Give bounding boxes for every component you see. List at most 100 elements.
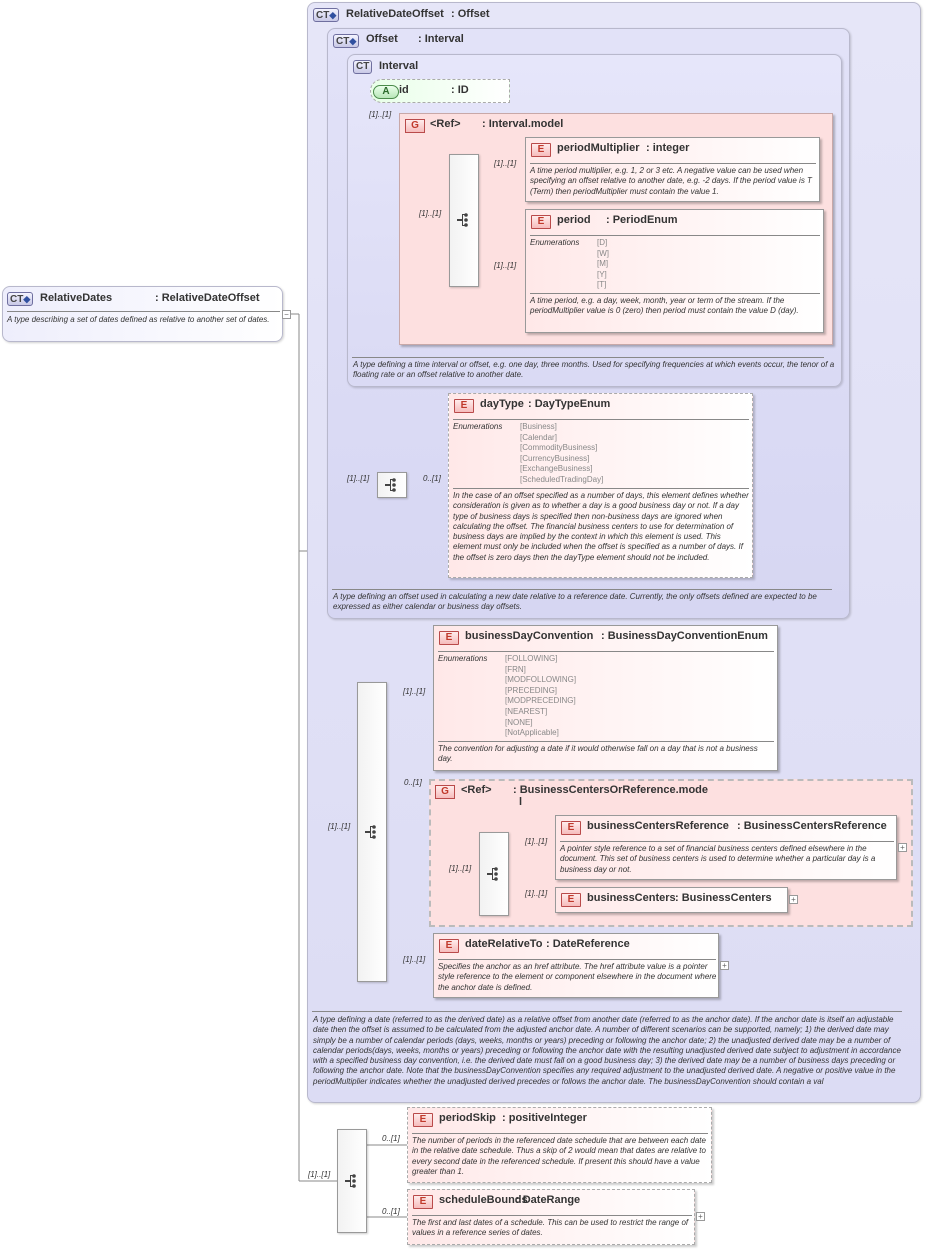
sequence-compositor[interactable] (337, 1129, 367, 1233)
element-icon: E (413, 1113, 433, 1127)
element-icon: E (531, 215, 551, 229)
root-doc: A type describing a set of dates defined… (7, 315, 270, 324)
period-multiplier-type: : integer (646, 142, 690, 154)
element-icon: E (454, 399, 474, 413)
enum-value: [MODPRECEDING] (505, 696, 576, 706)
business-centers-card: [1]..[1] (525, 889, 548, 898)
offset-name: Offset (366, 33, 398, 45)
schedule-bounds-type: : DateRange (516, 1194, 581, 1206)
business-day-convention-enum-list: [FOLLOWING] [FRN] [MODFOLLOWING] [PRECED… (505, 654, 576, 739)
attribute-id[interactable]: A id : ID (370, 79, 510, 103)
relative-date-offset-name: RelativeDateOffset (346, 8, 444, 20)
day-type-name: dayType (480, 398, 524, 410)
element-icon: E (531, 143, 551, 157)
element-business-centers-reference[interactable]: E businessCentersReference : BusinessCen… (555, 815, 897, 880)
enum-value: [D] (597, 238, 608, 247)
main-seq-card: [1]..[1] (328, 822, 351, 831)
day-type-card: 0..[1] (423, 474, 441, 483)
period-enum-label: Enumerations (530, 238, 580, 247)
business-day-convention-card: [1]..[1] (403, 687, 426, 696)
business-centers-reference-name: businessCentersReference (587, 820, 729, 832)
attribute-id-type: : ID (451, 84, 469, 96)
schedule-bounds-name: scheduleBounds (439, 1194, 528, 1206)
period-skip-card: 0..[1] (382, 1134, 400, 1143)
enum-value: [FRN] (505, 664, 526, 674)
day-type-type: : DayTypeEnum (528, 398, 611, 410)
day-type-enum-label: Enumerations (453, 422, 503, 431)
business-centers-reference-card: [1]..[1] (525, 837, 548, 846)
schedule-bounds-card: 0..[1] (382, 1207, 400, 1216)
element-icon: E (413, 1195, 433, 1209)
expand-icon[interactable]: + (898, 843, 907, 852)
element-period[interactable]: E period : PeriodEnum Enumerations [D] [… (525, 209, 824, 333)
period-multiplier-card: [1]..[1] (494, 159, 517, 168)
enum-value: [Y] (597, 269, 607, 279)
offset-doc: A type defining an offset used in calcul… (333, 592, 817, 612)
sequence-compositor[interactable] (377, 472, 407, 498)
element-day-type[interactable]: E dayType : DayTypeEnum Enumerations [Bu… (448, 393, 753, 578)
attribute-id-card: [1]..[1] (369, 110, 392, 119)
enum-value: [NONE] (505, 717, 533, 727)
date-relative-to-doc: Specifies the anchor as an href attribut… (438, 962, 717, 992)
root-type: : RelativeDateOffset (155, 292, 260, 304)
business-centers-group-type: : BusinessCentersOrReference.mode (513, 784, 709, 796)
enum-value: [T] (597, 280, 607, 290)
sequence-compositor[interactable] (357, 682, 387, 982)
interval-name: Interval (379, 60, 419, 72)
period-name: period (557, 214, 591, 226)
element-business-day-convention[interactable]: E businessDayConvention : BusinessDayCon… (433, 625, 778, 771)
expand-icon[interactable]: + (789, 895, 798, 904)
attribute-icon: A (373, 85, 399, 99)
enum-value: [ScheduledTradingDay] (520, 474, 604, 484)
sequence-icon (487, 867, 498, 881)
element-period-multiplier[interactable]: E periodMultiplier : integer A time peri… (525, 137, 820, 202)
period-type: : PeriodEnum (606, 214, 678, 226)
sequence-compositor[interactable] (449, 154, 479, 287)
ct-icon: CT (353, 60, 373, 74)
element-business-centers[interactable]: E businessCenters : BusinessCenters (555, 887, 788, 913)
group-icon: G (435, 785, 455, 799)
enum-value: [CurrencyBusiness] (520, 453, 590, 463)
period-multiplier-name: periodMultiplier (557, 142, 640, 154)
period-skip-type: : positiveInteger (502, 1112, 587, 1124)
enum-value: [FOLLOWING] (505, 654, 558, 663)
root-complex-type[interactable]: CT◆ RelativeDates : RelativeDateOffset A… (2, 286, 283, 342)
business-centers-group-type-wrap: l (519, 796, 523, 808)
element-period-skip[interactable]: E periodSkip : positiveInteger The numbe… (407, 1107, 712, 1183)
relative-date-offset-doc: A type defining a date (referred to as t… (313, 1015, 901, 1086)
enum-value: [Calendar] (520, 432, 557, 442)
sequence-compositor[interactable] (479, 832, 509, 916)
period-doc: A time period, e.g. a day, week, month, … (530, 296, 799, 316)
sequence-icon (457, 213, 468, 227)
element-schedule-bounds[interactable]: E scheduleBounds : DateRange The first a… (407, 1189, 695, 1245)
business-centers-reference-doc: A pointer style reference to a set of fi… (560, 844, 876, 874)
business-centers-type: : BusinessCenters (675, 892, 772, 904)
group-icon: G (405, 119, 425, 133)
enum-value: [NotApplicable] (505, 728, 559, 738)
collapse-icon[interactable]: − (282, 310, 291, 319)
date-relative-to-type: : DateReference (546, 938, 630, 950)
interval-doc: A type defining a time interval or offse… (353, 360, 835, 380)
element-date-relative-to[interactable]: E dateRelativeTo : DateReference Specifi… (433, 933, 719, 998)
enum-value: [ExchangeBusiness] (520, 464, 593, 474)
sequence-icon (365, 825, 376, 839)
business-centers-group-card: 0..[1] (404, 778, 422, 787)
offset-type-ref: : Interval (418, 33, 464, 45)
expand-icon[interactable]: + (720, 961, 729, 970)
ct-icon: CT◆ (313, 8, 340, 22)
business-centers-seq-card: [1]..[1] (449, 864, 472, 873)
interval-seq-card: [1]..[1] (419, 209, 442, 218)
element-icon: E (561, 821, 581, 835)
period-card: [1]..[1] (494, 261, 517, 270)
root-name: RelativeDates (40, 292, 113, 304)
interval-model-type: : Interval.model (482, 118, 564, 130)
ct-icon: CT◆ (7, 292, 34, 306)
sequence-icon (345, 1174, 356, 1188)
interval-model-ref: <Ref> (430, 118, 461, 130)
period-multiplier-doc: A time period multiplier, e.g. 1, 2 or 3… (530, 166, 812, 196)
date-relative-to-name: dateRelativeTo (465, 938, 543, 950)
expand-icon[interactable]: + (696, 1212, 705, 1221)
period-enum-list: [D] [W] [M] [Y] [T] (597, 238, 609, 291)
date-relative-to-card: [1]..[1] (403, 955, 426, 964)
root-seq-card: [1]..[1] (308, 1170, 331, 1179)
